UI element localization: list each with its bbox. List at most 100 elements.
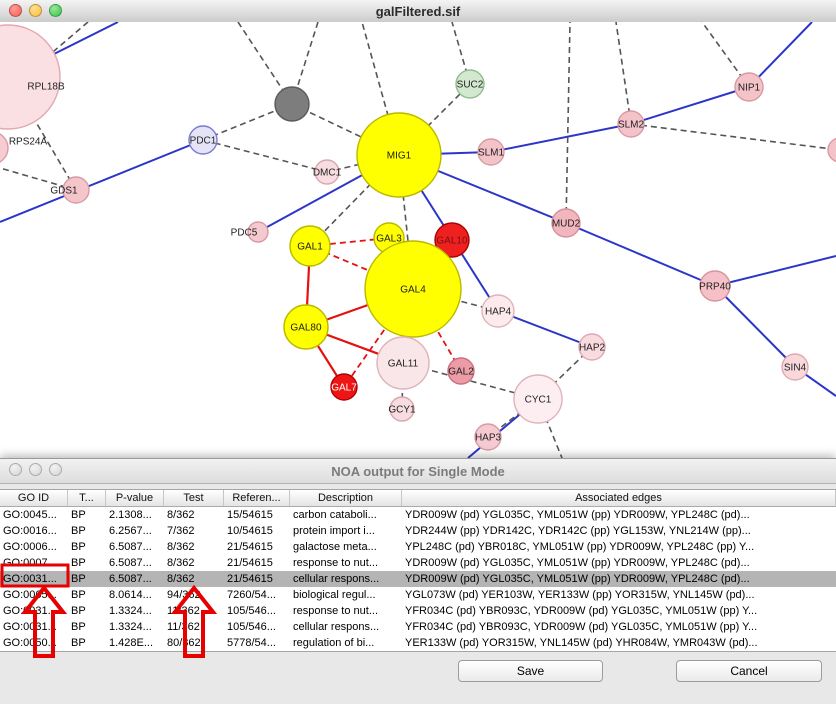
node-GAL1[interactable] — [289, 225, 331, 267]
node-GCY1[interactable] — [389, 396, 415, 422]
table-cell: YFR034C (pd) YBR093C, YDR009W (pd) YGL03… — [405, 605, 758, 617]
node-RPL18B[interactable] — [0, 24, 61, 130]
node-label-RPS24A: RPS24A — [9, 137, 48, 148]
node-HAP4[interactable] — [481, 294, 515, 328]
node-RPS24A[interactable] — [0, 132, 9, 164]
node-SLM1[interactable] — [477, 138, 505, 166]
node-PDC1[interactable] — [188, 125, 218, 155]
table-cell: 5778/54... — [227, 637, 276, 649]
table-cell: carbon cataboli... — [293, 509, 377, 521]
zoom-button[interactable] — [49, 463, 62, 476]
node-GAL4[interactable] — [364, 240, 462, 338]
noa-window-titlebar: NOA output for Single Mode — [0, 459, 836, 484]
node-GAL2[interactable] — [447, 357, 475, 385]
node-SLM2[interactable] — [617, 110, 645, 138]
column-header-1[interactable]: GO ID — [0, 490, 68, 506]
table-cell: GO:0031... — [3, 621, 57, 633]
network-edge[interactable] — [630, 123, 836, 151]
node-HAP3[interactable] — [474, 423, 502, 451]
network-edge[interactable] — [714, 255, 836, 287]
network-edge[interactable] — [490, 123, 632, 153]
window-controls — [9, 463, 62, 476]
node-SIN4[interactable] — [781, 353, 809, 381]
column-header-7[interactable]: Associated edges — [402, 490, 836, 506]
node-SUC2[interactable] — [455, 69, 485, 99]
node-PRP40[interactable] — [699, 270, 731, 302]
table-cell: BP — [71, 621, 86, 633]
network-edge[interactable] — [748, 22, 813, 88]
table-cell: BP — [71, 605, 86, 617]
node-GDS1[interactable] — [62, 176, 90, 204]
node-label-RPL18B: RPL18B — [27, 82, 65, 93]
node-GAL11[interactable] — [376, 336, 430, 390]
table-cell: 105/546... — [227, 621, 276, 633]
node-label-DMC1: DMC1 — [313, 168, 342, 179]
table-cell: 80/362 — [167, 637, 201, 649]
network-window-title: galFiltered.sif — [375, 3, 461, 19]
node-MUD2[interactable] — [551, 208, 581, 238]
network-edge[interactable] — [398, 83, 471, 156]
table-cell: YDR009W (pd) YGL035C, YML051W (pp) YDR00… — [405, 509, 750, 521]
save-button[interactable]: Save — [458, 660, 603, 682]
node-GAL7[interactable] — [330, 373, 358, 401]
node-GAL10[interactable] — [434, 222, 470, 258]
table-cell: biological regul... — [293, 589, 376, 601]
column-header-5[interactable]: Referen... — [224, 490, 290, 506]
network-edge[interactable] — [29, 111, 77, 191]
node-CYC1[interactable] — [513, 374, 563, 424]
node-gray1[interactable] — [274, 86, 310, 122]
network-edge[interactable] — [565, 222, 716, 287]
column-header-2[interactable]: T... — [68, 490, 106, 506]
node-MIG1[interactable] — [356, 112, 442, 198]
network-edge[interactable] — [565, 22, 571, 224]
table-cell: 2.1308... — [109, 509, 152, 521]
network-edge[interactable] — [630, 86, 750, 125]
noa-window-title: NOA output for Single Mode — [331, 463, 505, 479]
column-header-6[interactable]: Description — [290, 490, 402, 506]
node-label-GAL4: GAL4 — [400, 285, 426, 296]
network-edge[interactable] — [202, 139, 328, 173]
close-button[interactable] — [9, 463, 22, 476]
minimize-button[interactable] — [29, 463, 42, 476]
table-cell: protein import i... — [293, 525, 375, 537]
network-edge[interactable] — [714, 285, 796, 368]
table-cell: BP — [71, 525, 86, 537]
column-header-3[interactable]: P-value — [106, 490, 164, 506]
network-edge[interactable] — [202, 103, 293, 141]
zoom-button[interactable] — [49, 4, 62, 17]
network-window-titlebar: galFiltered.sif — [0, 0, 836, 23]
table-cell: 1.3324... — [109, 605, 152, 617]
table-cell: 8.0614... — [109, 589, 152, 601]
node-PDC5[interactable] — [247, 221, 269, 243]
node-EDGE1[interactable] — [827, 137, 836, 163]
cancel-button[interactable]: Cancel — [676, 660, 822, 682]
network-edge[interactable] — [497, 310, 593, 348]
node-HAP2[interactable] — [578, 333, 606, 361]
table-cell: GO:0007... — [3, 557, 57, 569]
minimize-button[interactable] — [29, 4, 42, 17]
close-button[interactable] — [9, 4, 22, 17]
network-edge[interactable] — [0, 139, 204, 223]
table-cell: YER133W (pd) YOR315W, YNL145W (pd) YHR08… — [405, 637, 758, 649]
node-label-MIG1: MIG1 — [387, 151, 412, 162]
network-edge[interactable] — [615, 22, 632, 125]
node-DMC1[interactable] — [314, 159, 340, 185]
table-cell: BP — [71, 637, 86, 649]
table-cell: cellular respons... — [293, 621, 380, 633]
network-canvas[interactable]: RPL18BRPS24AGDS1PDC1MIG1SUC2SLM1SLM2NIP1… — [0, 22, 836, 458]
node-NIP1[interactable] — [734, 72, 764, 102]
column-header-4[interactable]: Test — [164, 490, 224, 506]
table-cell: GO:0050... — [3, 637, 57, 649]
node-GAL80[interactable] — [283, 304, 329, 350]
